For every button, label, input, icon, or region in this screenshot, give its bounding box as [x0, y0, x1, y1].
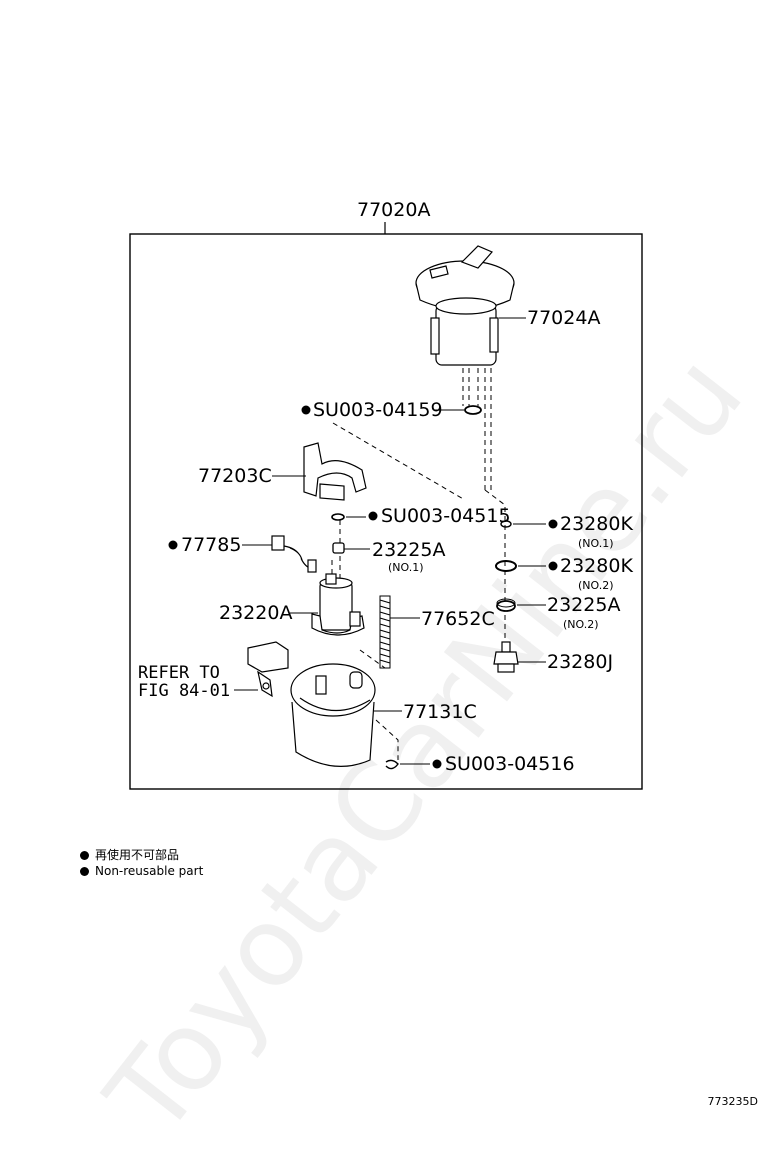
non-reusable-dot [301, 405, 311, 415]
filter-23225A-no1-drawing [332, 542, 345, 554]
sender-gauge-drawing [415, 245, 515, 366]
o-ring-23280K-no2-drawing [495, 560, 517, 572]
non-reusable-dot [548, 519, 558, 529]
pressure-regulator-23280J-drawing [493, 641, 519, 673]
reservoir-cup-77131C-drawing [290, 663, 376, 767]
label-23280J[interactable]: 23280J [547, 651, 613, 673]
fuel-pump-23220A-drawing [311, 573, 365, 636]
non-reusable-dot [548, 561, 558, 571]
o-ring-04515-drawing [331, 513, 345, 521]
label-su003-04515[interactable]: SU003-04515 [381, 505, 511, 527]
label-su003-04159[interactable]: SU003-04159 [313, 399, 443, 421]
bracket-77203C-drawing [303, 442, 367, 501]
wire-harness-77785-drawing [271, 535, 317, 573]
non-reusable-dot [168, 540, 178, 550]
label-77131C[interactable]: 77131C [403, 701, 477, 723]
label-23225A-no2[interactable]: 23225A [547, 594, 620, 616]
sender-gauge-sub-drawing [247, 641, 289, 698]
clip-04516-drawing [385, 759, 399, 770]
label-su003-04516[interactable]: SU003-04516 [445, 753, 575, 775]
non-reusable-dot [432, 759, 442, 769]
bullet-icon [80, 867, 89, 876]
bullet-icon [80, 851, 89, 860]
legend-text-jp: 再使用不可部品 [95, 848, 180, 862]
figure-code: 773235D [707, 1095, 758, 1108]
o-ring-23280K-no1-drawing [500, 520, 512, 528]
label-77024A[interactable]: 77024A [527, 307, 600, 329]
assembly-frame [129, 233, 643, 790]
spring-77652C-drawing [379, 595, 391, 669]
label-23280K-no1[interactable]: 23280K [560, 513, 633, 535]
filter-23225A-no2-drawing [496, 600, 516, 612]
sublabel-23225A-no1: (NO.1) [388, 561, 424, 574]
legend-english: Non-reusable part [80, 863, 203, 879]
refer-to-line1[interactable]: REFER TO [138, 663, 220, 683]
o-ring-04159-drawing [464, 405, 482, 415]
refer-to-line2[interactable]: FIG 84-01 [138, 681, 230, 701]
label-23220A[interactable]: 23220A [219, 602, 292, 624]
assembly-label[interactable]: 77020A [357, 199, 430, 221]
label-77652C[interactable]: 77652C [421, 608, 495, 630]
legend-japanese: 再使用不可部品 [80, 847, 179, 863]
label-77785[interactable]: 77785 [181, 534, 241, 556]
sublabel-23225A-no2: (NO.2) [563, 618, 599, 631]
label-23225A-no1[interactable]: 23225A [372, 539, 445, 561]
sublabel-23280K-no1: (NO.1) [578, 537, 614, 550]
non-reusable-dot [368, 511, 378, 521]
parts-diagram: 77020A 77024A SU003-04159 77203C [129, 199, 643, 790]
label-23280K-no2[interactable]: 23280K [560, 555, 633, 577]
label-77203C[interactable]: 77203C [198, 465, 272, 487]
sublabel-23280K-no2: (NO.2) [578, 579, 614, 592]
legend-text-en: Non-reusable part [95, 864, 204, 878]
